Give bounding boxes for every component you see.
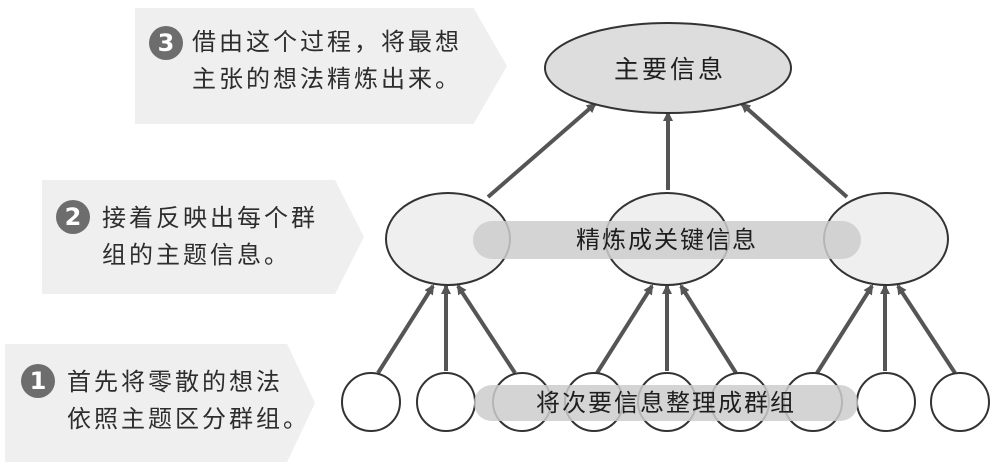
- arrow-right-to-top: [740, 102, 849, 199]
- idea-node-2: [416, 372, 476, 432]
- arrows-bottom-to-middle: [376, 284, 957, 375]
- step-3-number-badge: 3: [149, 26, 183, 60]
- step-2-line-1: 接着反映出每个群: [102, 204, 318, 232]
- step-1-callout: 1 首先将零散的想法 依照主题区分群组。: [5, 344, 315, 462]
- arrow-b1: [376, 284, 435, 375]
- key-message-band-label: 精炼成关键信息: [473, 221, 861, 259]
- main-message-node: [544, 22, 792, 114]
- arrow-b9: [896, 284, 957, 375]
- step-3-callout: 3 借由这个过程，将最想 主张的想法精炼出来。: [135, 8, 507, 124]
- arrow-b7: [815, 284, 874, 375]
- step-1-line-2: 依照主题区分群组。: [67, 405, 310, 433]
- arrow-b4: [595, 284, 654, 375]
- idea-node-8: [856, 372, 916, 432]
- main-message-label: 主要信息: [613, 55, 726, 84]
- arrow-b3: [456, 284, 517, 375]
- step-3-description: 借由这个过程，将最想 主张的想法精炼出来。: [192, 24, 462, 98]
- arrow-b6: [679, 284, 738, 375]
- idea-node-9: [930, 372, 990, 432]
- step-1-number-badge: 1: [21, 364, 55, 398]
- step-1-description: 首先将零散的想法 依照主题区分群组。: [67, 364, 310, 438]
- step-2-number-badge: 2: [56, 200, 90, 234]
- step-1-line-1: 首先将零散的想法: [67, 368, 283, 396]
- step-2-description: 接着反映出每个群 组的主题信息。: [102, 200, 318, 274]
- arrows-middle-to-top: [486, 102, 849, 199]
- step-3-line-1: 借由这个过程，将最想: [192, 28, 462, 56]
- step-3-line-2: 主张的想法精炼出来。: [192, 65, 462, 93]
- idea-node-1: [341, 372, 401, 432]
- step-2-callout: 2 接着反映出每个群 组的主题信息。: [42, 180, 364, 294]
- step-2-line-2: 组的主题信息。: [102, 241, 291, 269]
- arrow-left-to-top: [486, 102, 597, 199]
- grouping-band-label: 将次要信息整理成群组: [474, 385, 858, 421]
